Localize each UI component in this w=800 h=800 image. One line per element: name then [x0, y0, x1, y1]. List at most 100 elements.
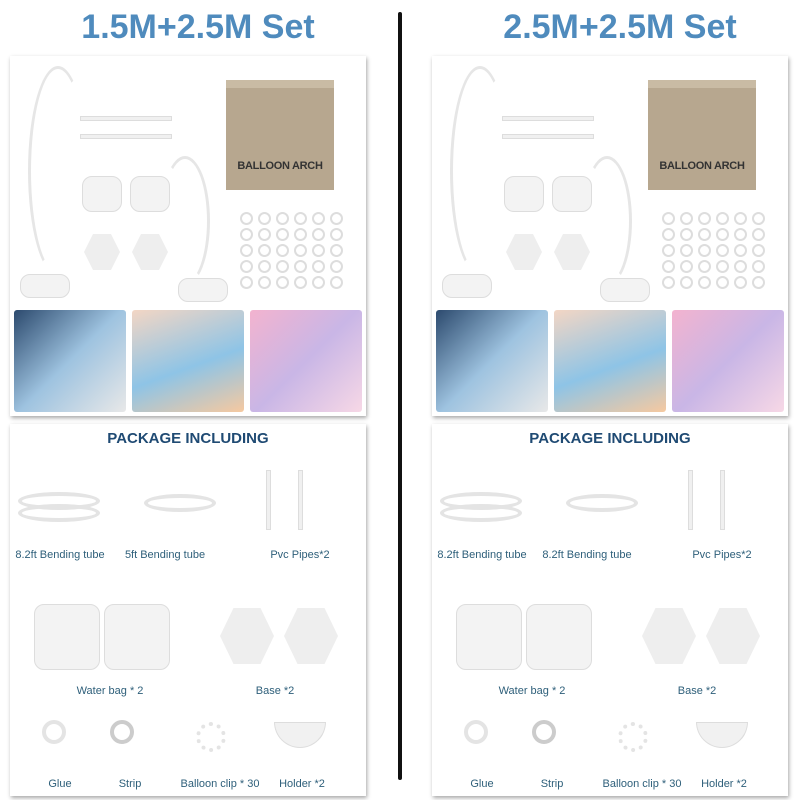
- water-bag-image: [552, 176, 592, 212]
- water-bag-image: [456, 604, 522, 670]
- balloon-clip: [752, 276, 765, 289]
- example-photo: [436, 310, 548, 412]
- balloon-clip: [680, 228, 693, 241]
- set-title: 2.5M+2.5M Set: [503, 8, 737, 46]
- item-label: Strip: [118, 778, 142, 790]
- item-label: Strip: [540, 778, 564, 790]
- balloon-clip: [312, 228, 325, 241]
- package-heading: PACKAGE INCLUDING: [107, 430, 269, 447]
- balloon-clip: [698, 228, 711, 241]
- base-image: [554, 234, 590, 270]
- coil-image: [440, 504, 522, 522]
- balloon-clip: [716, 212, 729, 225]
- balloon-clip: [680, 212, 693, 225]
- balloon-clip: [258, 228, 271, 241]
- pipe-image: [80, 116, 172, 121]
- balloon-clip: [294, 244, 307, 257]
- pvc-pipe-image: [298, 470, 303, 530]
- item-label: Water bag * 2: [76, 685, 144, 697]
- panel-set-2: 2.5M+2.5M Set BALLOON ARCH PACKAGE INCLU…: [430, 0, 800, 800]
- balloon-clip: [240, 244, 253, 257]
- balloon-clip: [734, 244, 747, 257]
- pipe-image: [502, 116, 594, 121]
- item-label: Balloon clip * 30: [180, 778, 260, 790]
- water-base-image: [442, 274, 492, 298]
- item-label: Base *2: [677, 685, 717, 697]
- balloon-clip: [294, 212, 307, 225]
- item-label: 8.2ft Bending tube: [542, 549, 632, 561]
- balloon-clip: [662, 228, 675, 241]
- balloon-clip: [698, 276, 711, 289]
- balloon-clip: [662, 276, 675, 289]
- base-image: [284, 608, 338, 664]
- balloon-clip: [258, 276, 271, 289]
- water-bag-image: [104, 604, 170, 670]
- base-image: [132, 234, 168, 270]
- water-bag-image: [504, 176, 544, 212]
- pvc-pipe-image: [688, 470, 693, 530]
- balloon-clip: [258, 260, 271, 273]
- holder-image: [696, 722, 748, 748]
- balloon-clip: [276, 260, 289, 273]
- example-photo: [14, 310, 126, 412]
- balloon-clip: [330, 260, 343, 273]
- balloon-clip: [240, 260, 253, 273]
- balloon-clip: [294, 260, 307, 273]
- item-label: Holder *2: [701, 778, 747, 790]
- base-image: [220, 608, 274, 664]
- balloon-clip: [680, 276, 693, 289]
- coil-image: [18, 504, 100, 522]
- glue-image: [464, 720, 488, 744]
- item-label: 5ft Bending tube: [124, 549, 206, 561]
- balloon-clip: [330, 212, 343, 225]
- water-bag-image: [526, 604, 592, 670]
- item-label: Glue: [470, 778, 494, 790]
- set-title: 1.5M+2.5M Set: [81, 8, 315, 46]
- balloon-clip: [240, 276, 253, 289]
- balloon-clip: [276, 276, 289, 289]
- balloon-clip: [698, 212, 711, 225]
- balloon-clip: [240, 212, 253, 225]
- balloon-clip: [294, 276, 307, 289]
- package-heading: PACKAGE INCLUDING: [529, 430, 691, 447]
- balloon-clip: [276, 212, 289, 225]
- balloon-arch-box: BALLOON ARCH: [648, 80, 756, 190]
- coil-image: [566, 494, 638, 512]
- balloon-clip: [662, 244, 675, 257]
- balloon-clip: [258, 212, 271, 225]
- pvc-pipe-image: [266, 470, 271, 530]
- balloon-clip: [312, 244, 325, 257]
- balloon-clip: [330, 276, 343, 289]
- pipe-image: [80, 134, 172, 139]
- balloon-clip: [662, 212, 675, 225]
- balloon-clip: [294, 228, 307, 241]
- balloon-clip: [716, 244, 729, 257]
- balloon-clip-image: [196, 722, 226, 752]
- example-photo: [250, 310, 362, 412]
- item-label: Base *2: [255, 685, 295, 697]
- balloon-clip: [698, 244, 711, 257]
- pipe-image: [502, 134, 594, 139]
- balloon-arch-box: BALLOON ARCH: [226, 80, 334, 190]
- example-photos: [436, 310, 784, 412]
- strip-image: [532, 720, 556, 744]
- base-image: [706, 608, 760, 664]
- product-overview-card: BALLOON ARCH: [432, 56, 788, 416]
- balloon-clip: [716, 260, 729, 273]
- balloon-clip: [330, 228, 343, 241]
- pvc-pipe-image: [720, 470, 725, 530]
- glue-image: [42, 720, 66, 744]
- balloon-clip: [312, 260, 325, 273]
- balloon-clip: [734, 228, 747, 241]
- item-label: 8.2ft Bending tube: [15, 549, 105, 561]
- base-image: [642, 608, 696, 664]
- bending-tube-image: [28, 66, 88, 276]
- product-overview-card: BALLOON ARCH: [10, 56, 366, 416]
- water-base-image: [178, 278, 228, 302]
- balloon-clip: [258, 244, 271, 257]
- balloon-clip: [734, 212, 747, 225]
- item-label: Pvc Pipes*2: [270, 549, 330, 561]
- panel-set-1: 1.5M+2.5M Set BALLOON ARCH PACKAGE INCLU…: [8, 0, 388, 800]
- balloon-clip: [312, 212, 325, 225]
